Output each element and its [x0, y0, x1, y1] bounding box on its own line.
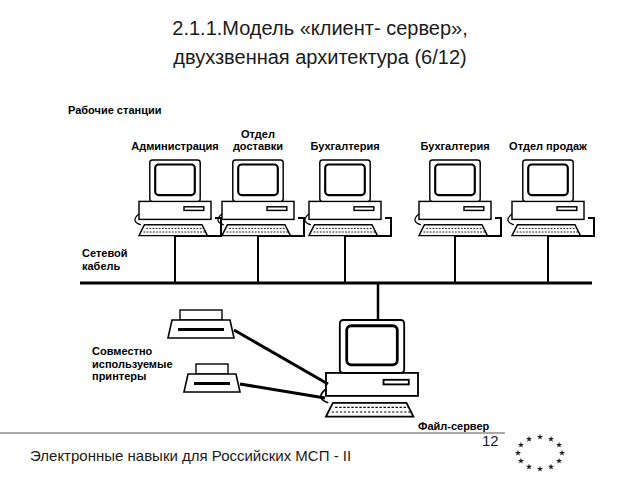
computer-icon [415, 160, 491, 236]
computer-icon [508, 160, 584, 236]
star [537, 434, 543, 440]
keyboard [326, 403, 413, 417]
monitor [233, 160, 283, 201]
system-unit [512, 201, 584, 219]
star [526, 436, 532, 442]
star [515, 450, 521, 456]
keyboard-keys [332, 407, 411, 412]
keyboard [419, 225, 487, 236]
screen [155, 165, 195, 196]
footer-text: Электронные навыки для Российских МСП - … [30, 447, 351, 464]
keyboard-cord [218, 214, 224, 225]
screen [528, 165, 568, 196]
system-unit [222, 201, 294, 219]
keyboard [222, 225, 290, 236]
eu-stars [515, 434, 565, 472]
keyboard-cord [135, 214, 141, 225]
drive-slot [184, 207, 204, 211]
station-label: Отдел продаж [503, 140, 593, 153]
computer-icon [321, 320, 418, 417]
printer-icon [168, 310, 234, 338]
system-unit [139, 201, 211, 219]
star [556, 442, 562, 448]
drive-slot [267, 207, 287, 211]
drop-cable [377, 283, 380, 320]
slide-title: 2.1.1.Модель «клиент- сервер», двухзвенн… [150, 14, 490, 72]
star [559, 450, 565, 456]
keyboard-cord [305, 214, 311, 225]
monitor [150, 160, 200, 201]
keyboard-keys [314, 228, 376, 232]
keyboard [139, 225, 207, 236]
printer-cable [240, 384, 325, 398]
star [518, 442, 524, 448]
system-unit [419, 201, 491, 219]
monitor [523, 160, 573, 201]
keyboard-keys [144, 228, 206, 232]
monitor [320, 160, 370, 201]
computer-icon [218, 160, 294, 236]
printer-body [168, 320, 234, 338]
drive-slot [557, 207, 577, 211]
star [548, 464, 554, 470]
printer-body [184, 374, 240, 392]
screen [238, 165, 278, 196]
drive-slot [464, 207, 484, 211]
keyboard-cord [415, 214, 421, 225]
screen [347, 326, 398, 365]
computer-icon [305, 160, 381, 236]
station-label: Администрация [130, 140, 220, 153]
station-label: Бухгалтерия [410, 140, 500, 153]
keyboard-cord [321, 389, 329, 403]
printer-icon [184, 364, 240, 392]
keyboard [512, 225, 580, 236]
computer-icon [135, 160, 211, 236]
footer-rule [0, 433, 505, 434]
server-label: Файл-сервер [418, 420, 489, 433]
printer-cable [234, 330, 328, 384]
system-unit [326, 373, 418, 396]
cable-label: Сетевой кабель [82, 247, 142, 272]
printer-label: Совместно используемые принтеры [92, 345, 180, 383]
monitor [340, 320, 404, 373]
paper-slot [178, 328, 224, 331]
paper [180, 310, 222, 320]
drive-slot [384, 380, 409, 385]
group-label: Рабочие станции [68, 104, 161, 117]
station-label: Бухгалтерия [300, 140, 390, 153]
paper [196, 364, 228, 374]
keyboard-keys [227, 228, 289, 232]
screen [325, 165, 365, 196]
star [548, 436, 554, 442]
drive-slot [354, 207, 374, 211]
page-number: 12 [482, 432, 499, 449]
star [537, 466, 543, 472]
keyboard-keys [424, 228, 486, 232]
star [518, 458, 524, 464]
star [526, 464, 532, 470]
star [556, 458, 562, 464]
monitor [430, 160, 480, 201]
paper-slot [194, 382, 230, 385]
system-unit [309, 201, 381, 219]
keyboard-keys [517, 228, 579, 232]
keyboard-cord [508, 214, 514, 225]
network-cable [80, 282, 592, 285]
keyboard [309, 225, 377, 236]
screen [435, 165, 475, 196]
station-label: Отдел доставки [228, 128, 288, 153]
